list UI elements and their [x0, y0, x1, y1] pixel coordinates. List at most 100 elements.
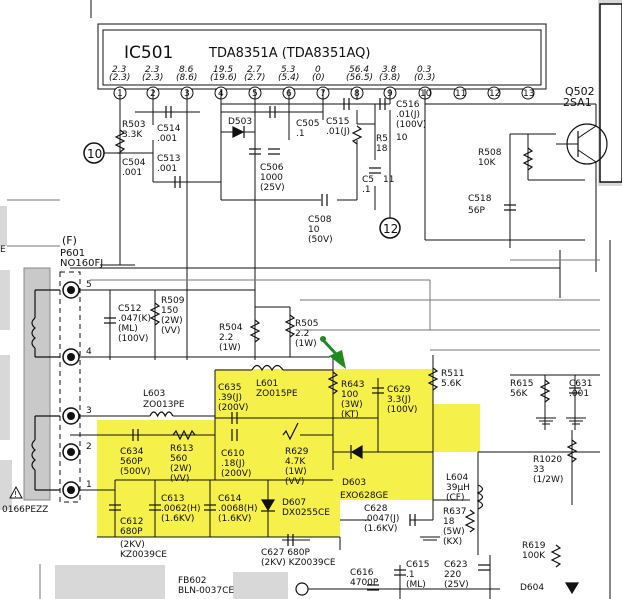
ref-12: 12: [379, 217, 401, 239]
ic-pin-circle: [453, 86, 467, 100]
connector-part: NO160FJ: [60, 258, 103, 269]
label-c631-1: .001: [569, 389, 589, 399]
q502-transistor: Q502 2SA1: [556, 85, 608, 165]
ic-name: IC501: [124, 43, 173, 63]
label-c612b-0: (2KV): [120, 540, 145, 550]
gray-wiring: [7, 199, 600, 599]
label-r615-1: 56K: [510, 389, 528, 399]
connector-ref: P601: [60, 248, 85, 259]
label-d607-1: DX0255CE: [282, 508, 330, 518]
label-r5-0: R5: [376, 134, 388, 144]
label-r637-0: R637: [443, 507, 466, 517]
label-c613-1: .0062(H): [161, 504, 201, 514]
label-r505-2: (1W): [295, 339, 317, 349]
label-c506-1: 1000: [260, 173, 283, 183]
ic-voltage-top: 5.3: [281, 65, 296, 75]
label-c612-1: 680P: [120, 527, 143, 537]
label-r629-3: (VV): [285, 477, 304, 487]
label-r508-1: 10K: [478, 158, 496, 168]
connector-pin-number: 1: [86, 480, 92, 490]
label-c615-0: C615: [406, 560, 429, 570]
ic-voltage-bottom: (3.8): [379, 73, 400, 83]
label-c623-1: 220: [444, 570, 461, 580]
label-c518-0: C518: [468, 194, 492, 204]
label-r629-1: 4.7K: [285, 457, 306, 467]
q502-part: 2SA1: [563, 96, 592, 109]
label-c512-3: (100V): [118, 334, 148, 344]
ref-10-label: 10: [87, 147, 102, 161]
label-c634-1: 560P: [120, 457, 143, 467]
ic-voltage-top: 2.3: [145, 65, 160, 75]
label-r504-1: 2.2: [219, 333, 233, 343]
label-r619-0: R619: [522, 541, 546, 551]
label-c614-0: C614: [218, 494, 242, 504]
label-r10-0: 10: [396, 133, 408, 143]
label-r509-1: 150: [161, 306, 178, 316]
label-c631-0: C631: [569, 379, 592, 389]
ic-voltage-bottom: (56.5): [346, 73, 373, 83]
label-c610-0: C610: [221, 449, 245, 459]
label-c610-1: .18(J): [221, 459, 245, 469]
ic501: IC501 TDA8351A (TDA8351AQ) 2.3(2.3)2.3(2…: [97, 23, 547, 100]
label-c5-1: .1: [362, 185, 371, 195]
ref-10: 10: [83, 142, 105, 164]
ref-12-label: 12: [383, 222, 398, 236]
wiring: [70, 0, 611, 599]
label-c512-2: (ML): [118, 324, 138, 334]
ic-pin-number: 10: [420, 89, 432, 99]
label-r643-1: 100: [341, 390, 358, 400]
ic-voltage-bottom: (2.7): [244, 73, 265, 83]
label-r1020-1: 33: [533, 465, 544, 475]
label-r1020-0: R1020: [533, 455, 562, 465]
ic-pin-circle: [487, 86, 501, 100]
label-c513-0: C513: [157, 154, 180, 164]
label-c628-2: (1.6KV): [364, 524, 397, 534]
label-r509-0: R509: [161, 296, 185, 306]
label-l604-2: (CF): [446, 493, 464, 503]
ic-voltages: 2.3(2.3)2.3(2.3)8.6(8.6)19.5(19.6)2.7(2.…: [109, 65, 435, 83]
label-c506-2: (25V): [260, 183, 285, 193]
ic-pin-number: 13: [523, 89, 534, 99]
connector-pin-dot: [67, 448, 75, 456]
label-c628-0: C628: [364, 504, 388, 514]
ic-voltage-top: 19.5: [213, 65, 233, 75]
ic-voltage-top: 0: [315, 65, 321, 75]
label-c616-1: 4700P: [350, 578, 379, 588]
label-c508-0: C508: [308, 215, 332, 225]
label-r643-3: (KT): [341, 410, 359, 420]
label-l604-0: L604: [446, 473, 468, 483]
transformer-side-bar: [23, 267, 51, 501]
label-c508-2: (50V): [308, 235, 333, 245]
label-c628-1: .0047(J): [364, 514, 399, 524]
connector-pin-number: 3: [86, 406, 92, 416]
connector-name: (F): [62, 234, 77, 247]
label-c515-0: C515: [326, 117, 349, 127]
label-c635-0: C635: [218, 383, 241, 393]
label-c635-1: .39(J): [218, 393, 242, 403]
label-c512-0: C512: [118, 304, 141, 314]
label-c610-2: (200V): [221, 469, 251, 479]
label-r504-2: (1W): [219, 343, 241, 353]
label-r637-2: (5W): [443, 527, 465, 537]
label-c504-1: .001: [122, 168, 142, 178]
ic-pin-number: 11: [455, 89, 466, 99]
label-r613-1: 560: [170, 454, 187, 464]
label-c612-0: C612: [120, 517, 143, 527]
label-r1020-2: (1/2W): [533, 475, 563, 485]
ground-symbols: [420, 417, 586, 541]
label-0166pezz: 0166PEZZ: [2, 505, 48, 515]
label-c629-2: (100V): [387, 405, 417, 415]
label-r619-1: 100K: [522, 551, 546, 561]
label-c623-0: C623: [444, 560, 467, 570]
label-c627-0: C627 680P: [261, 548, 311, 558]
label-fb602-1: BLN-0037CE: [178, 586, 234, 596]
label-exo-0: EXO628GE: [340, 491, 389, 501]
label-c516-2: (100V): [396, 120, 426, 130]
label-c634-2: (500V): [120, 467, 150, 477]
label-c623-2: (25V): [444, 580, 469, 590]
label-r637-3: (KX): [443, 537, 462, 547]
label-c614-2: (1.6KV): [218, 514, 251, 524]
ic-voltage-top: 0.3: [417, 65, 432, 75]
